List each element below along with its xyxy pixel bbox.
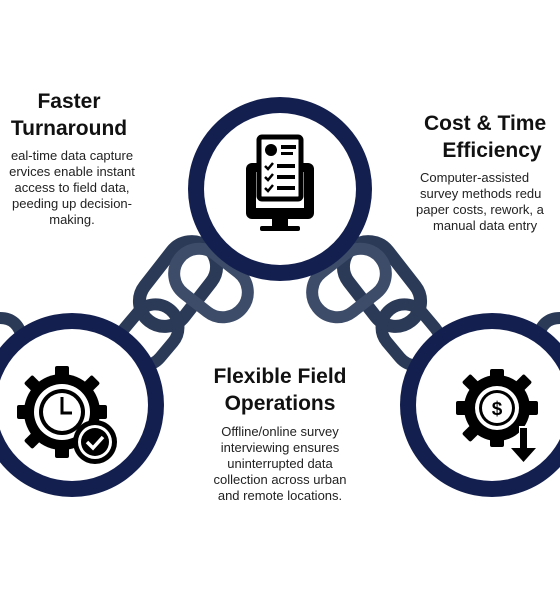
heading-cost-time-efficiency: Cost & Time Efficiency: [424, 112, 547, 162]
computer-survey-form-icon: [246, 134, 314, 231]
description-cost-time-efficiency: Computer-assisted survey methods redu pa…: [416, 170, 544, 233]
heading-faster-turnaround: Faster Turnaround: [10, 90, 128, 140]
description-faster-turnaround: eal-time data capture ervices enable ins…: [9, 148, 135, 227]
description-flexible-field-operations: Offline/online survey interviewing ensur…: [213, 424, 347, 503]
gear-dollar-down-arrow-icon: $: [456, 369, 538, 462]
svg-text:$: $: [492, 399, 503, 420]
heading-flexible-field-operations: Flexible Field Operations: [213, 365, 347, 415]
gear-clock-checkmark-icon: [17, 366, 117, 464]
